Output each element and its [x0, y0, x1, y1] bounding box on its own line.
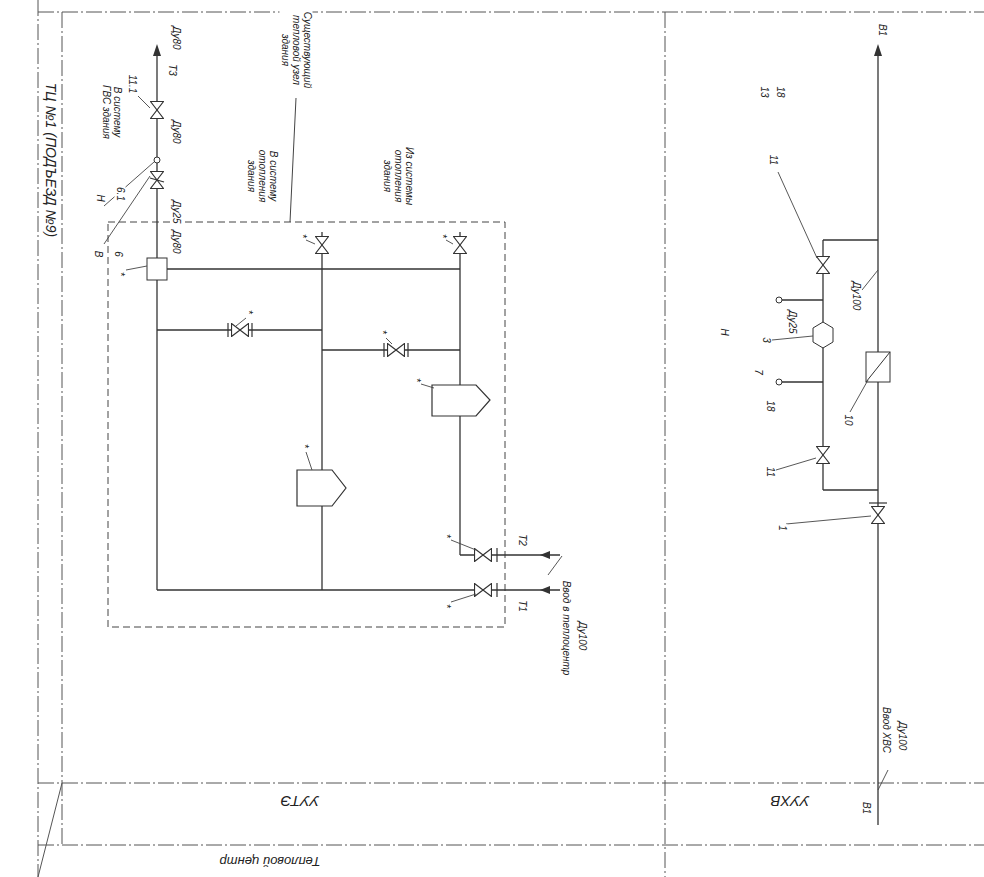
- valves: [151, 102, 885, 597]
- callout-label: ТЦ №1 (ПОДЪЕЗД №9): [42, 82, 57, 238]
- callout-label: Ввод ХВС: [881, 694, 892, 766]
- callout-label: 3: [761, 336, 772, 344]
- callout-label: *: [115, 271, 126, 277]
- callout-label: *: [299, 443, 310, 449]
- callout-label: В1: [861, 801, 872, 815]
- region-heading: Существующий тепловой узел здания: [280, 7, 313, 93]
- callout-label: Т3: [167, 63, 178, 77]
- pressure-gauge: [154, 157, 160, 163]
- callout-label: 6.1: [115, 186, 126, 202]
- callout-label: Н: [719, 327, 730, 336]
- band-region: Тепловой центр: [62, 845, 984, 877]
- callout-label: *: [377, 329, 388, 335]
- band-region: УУХВ: [665, 783, 984, 845]
- callout-label: 10: [843, 413, 854, 426]
- callout-label: Н: [95, 193, 106, 202]
- flanges: [150, 178, 887, 597]
- leader-line: [290, 98, 296, 222]
- collector: [147, 258, 167, 280]
- callout-label: 13: [759, 85, 770, 98]
- callout-label: 1: [777, 524, 788, 532]
- callout-label: Ду100: [851, 281, 862, 312]
- band-title: Тепловой центр: [219, 854, 322, 868]
- callout-label: Ду80: [171, 25, 182, 50]
- callout-label: 7: [753, 368, 764, 376]
- callout-label: 11.1: [127, 74, 138, 95]
- callout-label: Ду80: [171, 119, 182, 144]
- callout-label: *: [437, 233, 448, 239]
- callout-label: *: [441, 603, 452, 609]
- callout-label: Ду80: [171, 229, 182, 254]
- unit-region: Существующий тепловой узел здания: [108, 222, 505, 627]
- callout-label: *: [411, 377, 422, 383]
- leader-lines: [104, 96, 888, 790]
- callout-label: Ду100: [577, 621, 588, 652]
- callout-label: 18: [765, 399, 776, 412]
- band-region: УУТЭ: [62, 783, 665, 845]
- callout-label: 18: [775, 85, 786, 98]
- callout-label: Ввод в теплоцентр: [561, 579, 572, 677]
- callout-label: Т2: [517, 533, 528, 547]
- callout-label: В систему ГВС здания: [101, 76, 123, 148]
- callout-label: 11: [765, 466, 776, 478]
- heat-exchangers: [297, 385, 490, 506]
- flow-arrows: [153, 44, 882, 594]
- callout-label: В1: [877, 23, 888, 37]
- callout-label: В: [93, 250, 104, 259]
- callout-label: Из системы отопления здания: [382, 133, 415, 219]
- callout-label: *: [243, 309, 254, 315]
- callout-label: *: [297, 233, 308, 239]
- pipes: [157, 52, 878, 825]
- water-meter: [813, 322, 833, 348]
- frame-lines: [38, 0, 984, 877]
- callout-label: 6: [113, 250, 124, 258]
- flow-meter: [866, 352, 890, 382]
- callout-label: Ду25: [787, 309, 798, 334]
- callout-label: Т1: [517, 599, 528, 613]
- callout-label: 11: [768, 154, 779, 166]
- callout-label: В систему отопления здания: [246, 133, 279, 219]
- sampling-taps: [776, 297, 782, 385]
- callout-label: *: [441, 533, 452, 539]
- band-title: УУХВ: [769, 793, 810, 810]
- band-title: УУТЭ: [280, 793, 321, 810]
- callout-label: Ду25: [171, 199, 182, 224]
- unit-boundary: [108, 222, 505, 627]
- callout-label: Ду100: [897, 721, 908, 752]
